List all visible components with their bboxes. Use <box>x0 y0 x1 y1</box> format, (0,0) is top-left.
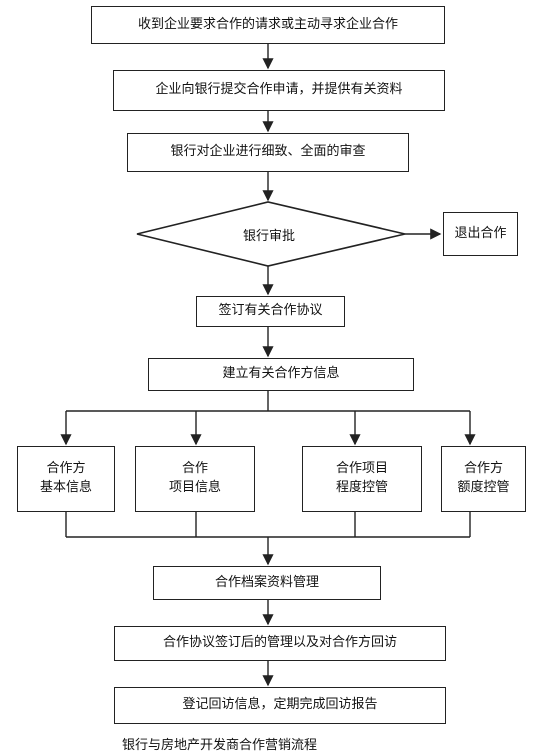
branch-project-control: 合作项目 程度控管 <box>302 446 422 512</box>
step-exit-cooperation: 退出合作 <box>443 212 518 256</box>
decision-diamond <box>136 201 406 267</box>
branch-partner-basic-info: 合作方 基本信息 <box>17 446 115 512</box>
step-bank-review: 银行对企业进行细致、全面的审查 <box>127 133 409 172</box>
branch-project-info: 合作 项目信息 <box>135 446 255 512</box>
step-archive-management: 合作档案资料管理 <box>153 566 381 600</box>
step-followup-report: 登记回访信息，定期完成回访报告 <box>114 687 446 724</box>
step-post-signing-management: 合作协议签订后的管理以及对合作方回访 <box>114 626 446 661</box>
decision-label: 银行审批 <box>242 229 295 244</box>
branch-credit-control: 合作方 额度控管 <box>441 446 526 512</box>
step-sign-agreement: 签订有关合作协议 <box>196 296 345 327</box>
step-submit-application: 企业向银行提交合作申请，并提供有关资料 <box>113 70 445 111</box>
step-build-partner-info: 建立有关合作方信息 <box>148 358 414 391</box>
figure-caption: 银行与房地产开发商合作营销流程 <box>122 738 318 753</box>
step-receive-request: 收到企业要求合作的请求或主动寻求企业合作 <box>91 6 445 44</box>
